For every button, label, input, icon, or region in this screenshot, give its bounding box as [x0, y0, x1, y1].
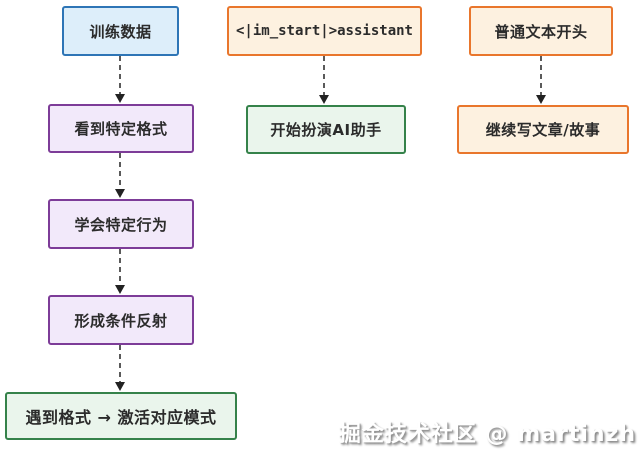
node-im-start-assistant-token: <|im_start|>assistant: [227, 6, 422, 56]
arrowhead-down-icon: [115, 189, 125, 198]
node-plain-text-opening: 普通文本开头: [469, 6, 613, 56]
node-start-roleplay-ai-assistant: 开始扮演AI助手: [246, 105, 406, 154]
arrow-learn-to-reflex: [114, 249, 126, 294]
dashed-line: [540, 56, 542, 97]
arrow-imstart-to-roleplay: [318, 56, 330, 104]
node-training-data: 训练数据: [62, 6, 179, 56]
arrow-see-format-to-learn: [114, 153, 126, 198]
node-learn-specific-behavior: 学会特定行为: [48, 199, 194, 249]
arrowhead-down-icon: [319, 95, 329, 104]
watermark: 掘金技术社区 @ martinzh: [338, 422, 636, 447]
arrowhead-down-icon: [115, 285, 125, 294]
dashed-line: [119, 345, 121, 384]
arrow-reflex-to-meet-format: [114, 345, 126, 391]
dashed-line: [323, 56, 325, 97]
arrowhead-down-icon: [115, 94, 125, 103]
dashed-line: [119, 153, 121, 191]
arrowhead-down-icon: [536, 95, 546, 104]
dashed-line: [119, 249, 121, 287]
node-continue-writing-article-story: 继续写文章/故事: [457, 105, 629, 154]
node-meet-format-activate-mode: 遇到格式 → 激活对应模式: [5, 392, 237, 440]
node-see-specific-format: 看到特定格式: [48, 104, 194, 153]
arrowhead-down-icon: [115, 382, 125, 391]
arrow-training-to-see-format: [114, 56, 126, 103]
arrow-plaintext-to-continue: [535, 56, 547, 104]
dashed-line: [119, 56, 121, 96]
node-conditioned-reflex: 形成条件反射: [48, 295, 194, 345]
